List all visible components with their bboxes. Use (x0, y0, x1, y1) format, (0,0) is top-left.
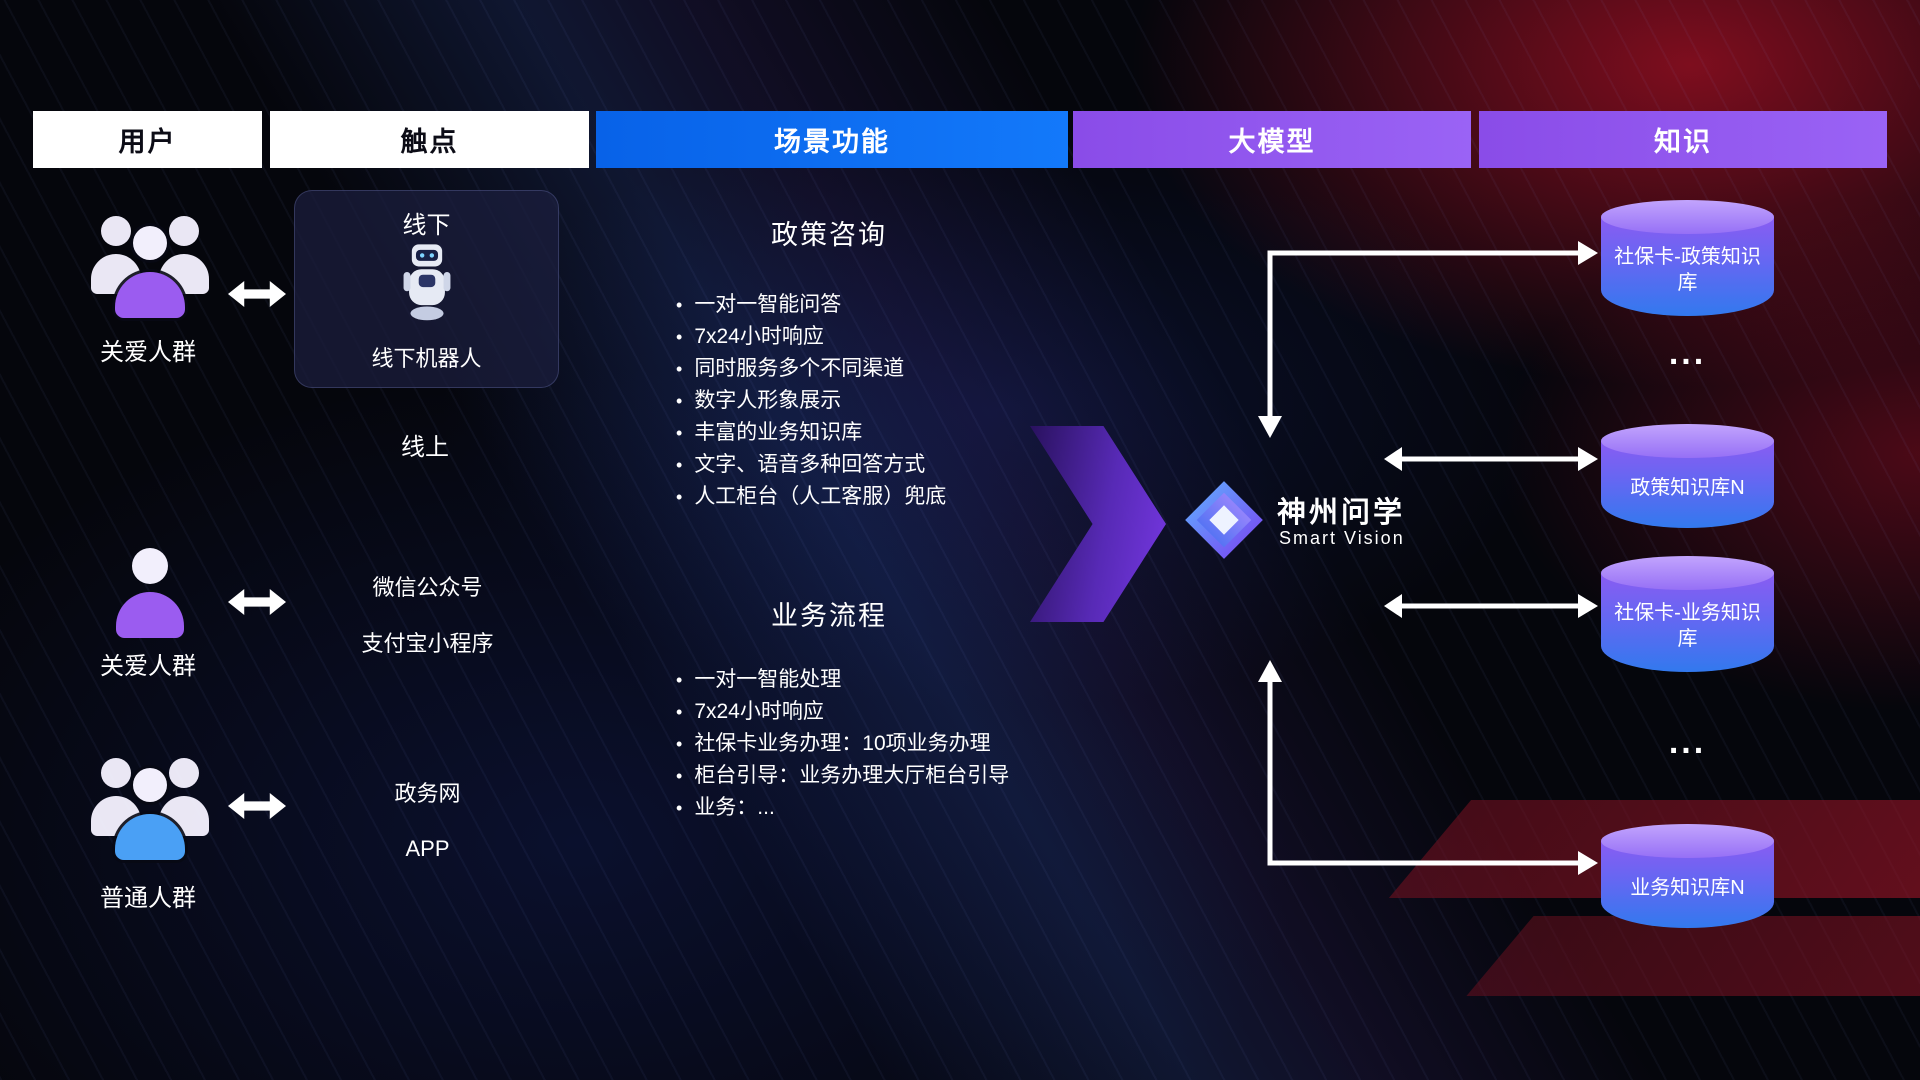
scenario-item: 同时服务多个不同渠道 (676, 353, 1136, 385)
scenario-item: 文字、语音多种回答方式 (676, 449, 1136, 481)
database-cylinder: 业务知识库N (1601, 824, 1774, 928)
cylinder-top (1601, 824, 1774, 858)
scenario-item: 7x24小时响应 (676, 321, 1136, 353)
scenario-item: 一对一智能问答 (676, 289, 1136, 321)
ellipsis: ... (1668, 723, 1707, 761)
header-large-model: 大模型 (1073, 111, 1471, 168)
database-cylinder: 社保卡-业务知识库 (1601, 556, 1774, 672)
header-scenario-functions: 场景功能 (596, 111, 1068, 168)
database-label: 社保卡-业务知识库 (1614, 602, 1761, 650)
flow-arrow-icon (1030, 426, 1166, 622)
person-icon (112, 548, 188, 638)
header-touchpoints: 触点 (270, 111, 589, 168)
scenario-item: 社保卡业务办理：10项业务办理 (676, 728, 1136, 760)
channel-alipay-miniprogram: 支付宝小程序 (361, 631, 494, 656)
person-shape (112, 548, 188, 638)
user-label: 关爱人群 (100, 339, 196, 366)
database-cylinder: 政策知识库N (1601, 424, 1774, 528)
header-knowledge: 知识 (1479, 111, 1887, 168)
scenario-item: 业务：... (676, 792, 1136, 824)
scenario-title-policy-consult: 政策咨询 (771, 220, 887, 250)
scenario-item: 数字人形象展示 (676, 385, 1136, 417)
database-label: 业务知识库N (1630, 877, 1745, 899)
scenario-item: 7x24小时响应 (676, 696, 1136, 728)
header-users: 用户 (33, 111, 262, 168)
group-people-icon (85, 750, 215, 860)
diamond-logo-icon (1185, 481, 1263, 559)
double-arrow-icon (228, 793, 286, 819)
robot-caption: 线下机器人 (371, 346, 482, 371)
scenario-item: 一对一智能处理 (676, 664, 1136, 696)
person-shape (157, 216, 211, 294)
scenario-business-list: 一对一智能处理 7x24小时响应 社保卡业务办理：10项业务办理 柜台引导：业务… (676, 664, 1136, 824)
database-label: 政策知识库N (1630, 477, 1745, 499)
cylinder-top (1601, 200, 1774, 234)
robot-icon (403, 244, 450, 321)
ellipsis: ... (1668, 334, 1707, 372)
brand-title: 神州问学 (1277, 497, 1406, 529)
offline-touchpoint-card: 线下 线下机器人 (294, 190, 559, 388)
user-label: 普通人群 (100, 885, 196, 912)
brand-subtitle: Smart Vision (1279, 528, 1405, 548)
scenario-item: 人工柜台（人工客服）兜底 (676, 481, 1136, 513)
double-arrow-icon (228, 589, 286, 615)
double-arrow-icon (228, 281, 286, 307)
cylinder-top (1601, 424, 1774, 458)
channel-app: APP (405, 836, 450, 861)
user-label: 关爱人群 (100, 653, 196, 680)
scenario-item: 丰富的业务知识库 (676, 417, 1136, 449)
person-shape (113, 226, 187, 318)
database-cylinder: 社保卡-政策知识库 (1601, 200, 1774, 316)
database-label: 社保卡-政策知识库 (1614, 246, 1761, 294)
person-shape (113, 768, 187, 860)
scenario-policy-list: 一对一智能问答 7x24小时响应 同时服务多个不同渠道 数字人形象展示 丰富的业… (676, 289, 1136, 513)
offline-title: 线下 (402, 212, 451, 239)
scenario-title-business-process: 业务流程 (771, 601, 887, 631)
person-shape (157, 758, 211, 836)
scenario-item: 柜台引导：业务办理大厅柜台引导 (676, 760, 1136, 792)
group-people-icon (85, 208, 215, 318)
online-title: 线上 (401, 434, 449, 461)
channel-gov-web: 政务网 (394, 781, 461, 806)
cylinder-top (1601, 556, 1774, 590)
channel-wechat: 微信公众号 (372, 575, 483, 600)
